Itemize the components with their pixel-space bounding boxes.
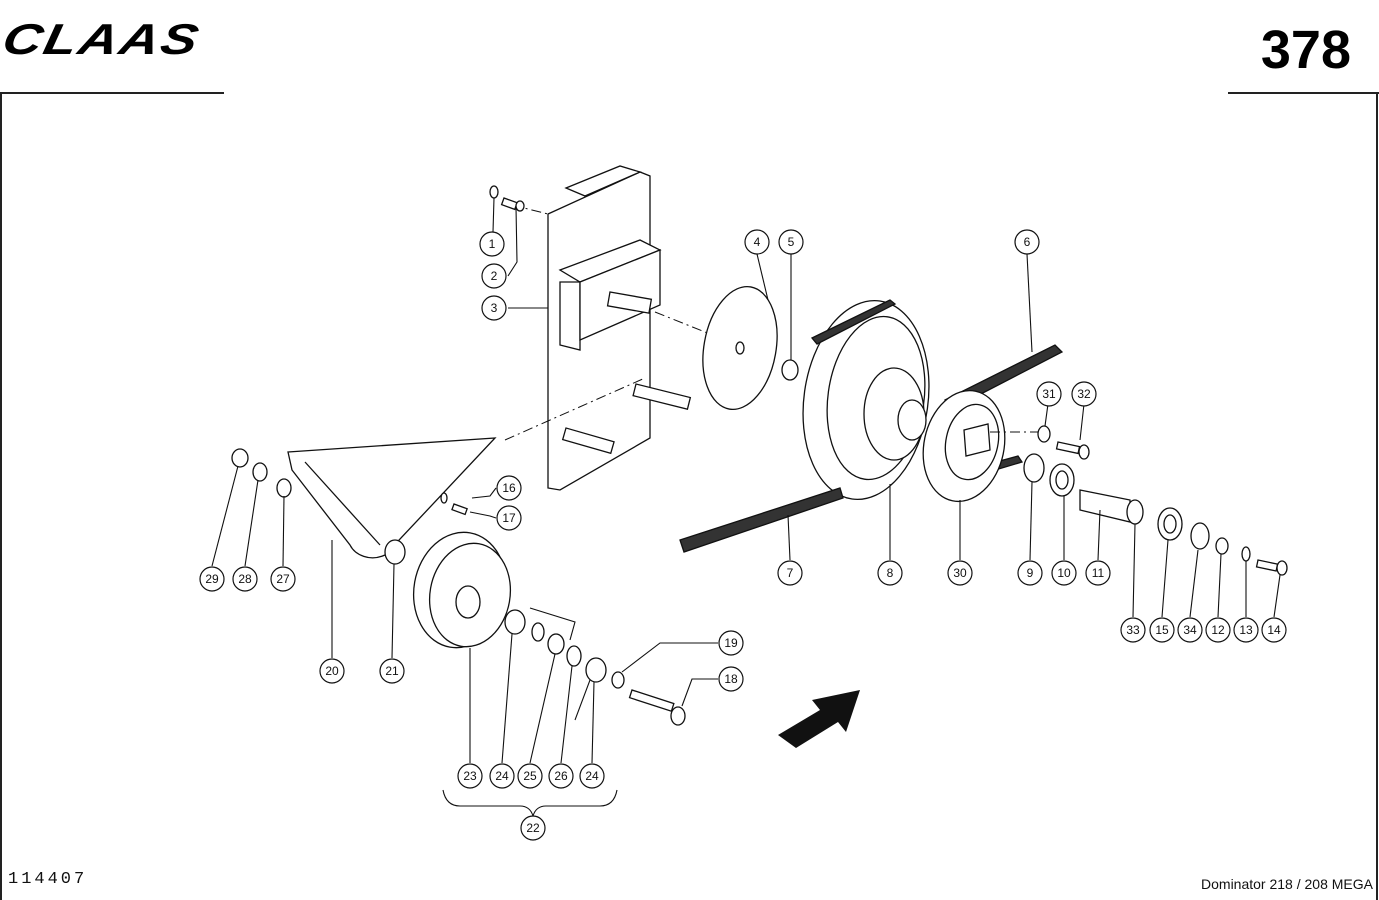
variator-pulley-8 — [802, 299, 930, 501]
svg-text:8: 8 — [887, 566, 894, 580]
callout-33: 33 — [1120, 617, 1146, 643]
callout-19: 19 — [718, 630, 744, 656]
callout-32: 32 — [1071, 381, 1097, 407]
svg-text:18: 18 — [724, 672, 738, 686]
callout-34: 34 — [1177, 617, 1203, 643]
callout-18: 18 — [718, 666, 744, 692]
svg-text:9: 9 — [1027, 566, 1034, 580]
callout-bubbles: 1 2 3 4 5 6 7 8 9 10 11 12 13 14 15 16 1… — [199, 229, 1287, 841]
callout-14: 14 — [1261, 617, 1287, 643]
spacer-21 — [384, 539, 406, 565]
svg-text:22: 22 — [526, 821, 540, 835]
svg-text:23: 23 — [463, 769, 477, 783]
direction-arrow — [778, 690, 860, 748]
svg-text:33: 33 — [1126, 623, 1140, 637]
top-rule-right — [1228, 92, 1379, 94]
model-label: Dominator 218 / 208 MEGA — [1201, 876, 1373, 892]
svg-text:27: 27 — [276, 572, 290, 586]
callout-21: 21 — [379, 658, 405, 684]
hub-part-30 — [922, 389, 1006, 503]
svg-text:24: 24 — [495, 769, 509, 783]
callout-9: 9 — [1017, 560, 1043, 586]
svg-text:14: 14 — [1267, 623, 1281, 637]
callout-10: 10 — [1051, 560, 1077, 586]
callout-27: 27 — [270, 566, 296, 592]
callout-31: 31 — [1036, 381, 1062, 407]
svg-text:11: 11 — [1092, 566, 1105, 580]
svg-text:32: 32 — [1077, 387, 1091, 401]
callout-15: 15 — [1149, 617, 1175, 643]
callout-12: 12 — [1205, 617, 1231, 643]
svg-text:29: 29 — [205, 572, 219, 586]
bolt-18-washer-19 — [611, 671, 686, 726]
shaft-assembly-parts — [1023, 425, 1288, 576]
callout-16: 16 — [496, 475, 522, 501]
bearing-parts-24-26 — [504, 609, 607, 683]
leader-lines — [211, 197, 1281, 818]
svg-text:30: 30 — [953, 566, 967, 580]
callout-29: 29 — [199, 566, 225, 592]
svg-text:20: 20 — [325, 664, 339, 678]
callout-6: 6 — [1014, 229, 1040, 255]
callout-5: 5 — [778, 229, 804, 255]
svg-text:26: 26 — [554, 769, 568, 783]
callout-26: 26 — [548, 763, 574, 789]
nut-washers-27-29 — [231, 448, 292, 498]
svg-text:25: 25 — [523, 769, 537, 783]
svg-text:5: 5 — [788, 235, 795, 249]
callout-17: 17 — [496, 505, 522, 531]
callout-1: 1 — [479, 231, 505, 257]
callout-25: 25 — [517, 763, 543, 789]
svg-text:34: 34 — [1183, 623, 1197, 637]
svg-text:10: 10 — [1057, 566, 1071, 580]
callout-23: 23 — [457, 763, 483, 789]
callout-4: 4 — [744, 229, 770, 255]
callout-8: 8 — [877, 560, 903, 586]
svg-text:16: 16 — [502, 481, 516, 495]
callout-7: 7 — [777, 560, 803, 586]
callout-11: 11 — [1085, 560, 1111, 586]
screw-2 — [500, 197, 525, 212]
right-border — [1376, 92, 1378, 900]
svg-text:4: 4 — [754, 235, 761, 249]
callout-30: 30 — [947, 560, 973, 586]
svg-text:6: 6 — [1024, 235, 1031, 249]
callout-22: 22 — [520, 815, 546, 841]
tension-pulley-23 — [412, 531, 512, 649]
svg-text:21: 21 — [385, 664, 399, 678]
small-parts-16-17 — [440, 492, 468, 516]
callout-3: 3 — [481, 295, 507, 321]
left-border — [0, 92, 2, 900]
callout-24-left: 24 — [489, 763, 515, 789]
svg-text:17: 17 — [502, 511, 516, 525]
callout-2: 2 — [481, 263, 507, 289]
callout-13: 13 — [1233, 617, 1259, 643]
svg-text:3: 3 — [491, 301, 498, 315]
svg-text:12: 12 — [1211, 623, 1225, 637]
bushing-part-5 — [781, 359, 799, 381]
svg-text:31: 31 — [1042, 387, 1056, 401]
document-number: 114407 — [8, 870, 88, 889]
mounting-plate — [547, 165, 692, 491]
top-rule — [0, 92, 224, 94]
svg-text:1: 1 — [489, 237, 496, 251]
callout-20: 20 — [319, 658, 345, 684]
svg-text:24: 24 — [585, 769, 599, 783]
svg-text:7: 7 — [787, 566, 794, 580]
svg-text:2: 2 — [491, 269, 498, 283]
svg-text:13: 13 — [1239, 623, 1253, 637]
svg-text:15: 15 — [1155, 623, 1169, 637]
washer-1 — [489, 185, 499, 199]
svg-text:28: 28 — [238, 572, 252, 586]
page-number: 378 — [1260, 20, 1351, 80]
disc-part-4 — [702, 285, 778, 411]
callout-24-right: 24 — [579, 763, 605, 789]
callout-28: 28 — [232, 566, 258, 592]
svg-text:19: 19 — [724, 636, 738, 650]
